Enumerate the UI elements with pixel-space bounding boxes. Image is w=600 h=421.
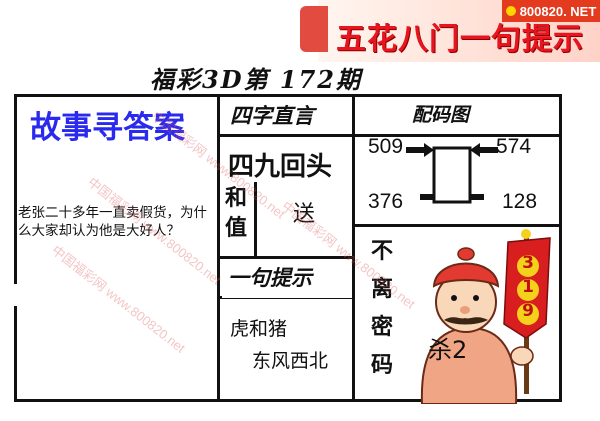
hint-char-2: 离 (370, 277, 393, 302)
torn-band-left (0, 284, 216, 306)
site-logo-icon (505, 6, 516, 16)
story-question: 老张二十多年一直卖假货，为什么大家却认为他是大好人？ (18, 205, 207, 239)
issue-title: 福彩3D第 172期 (150, 65, 362, 94)
story-title: 故事寻答案 (30, 110, 185, 146)
code-number-3: 376 (368, 190, 404, 213)
grid-divider-middle (217, 256, 352, 259)
flag-circle-1 (517, 255, 539, 277)
flag-digit-3: 9 (522, 301, 534, 321)
mascot-nose (460, 306, 470, 314)
site-badge-text: 800820. NET (519, 3, 597, 19)
one-hint-line-2: 东风西北 (252, 350, 329, 372)
arrow-right-icon (406, 143, 434, 157)
one-hint-line-1: 虎和猪 (230, 318, 288, 340)
one-hint-label: 一句提示 (228, 266, 312, 290)
mascot-eye-right (473, 295, 479, 301)
mascot-hat-knob (457, 247, 475, 261)
code-number-1: 509 (368, 135, 404, 158)
banner-title: 五花八门一句提示 (336, 22, 584, 57)
four-words-phrase: 四九回头 (228, 152, 333, 182)
code-number-4: 128 (502, 190, 538, 213)
connector-link-right (470, 194, 484, 200)
mascot-hat (432, 262, 500, 288)
hint-char-1: 不 (370, 239, 393, 264)
grid-divider-header (217, 134, 562, 137)
code-map-label: 配码图 (412, 104, 470, 126)
hint-char-4: 码 (370, 353, 393, 378)
connector-link-left (420, 194, 434, 200)
flag-circle-3 (517, 303, 539, 325)
cartoon-mascot (420, 229, 551, 404)
mascot-eye-left (451, 295, 457, 301)
flag-digit-1: 3 (522, 253, 534, 273)
code-number-2: 574 (496, 135, 532, 158)
banner-decoration (300, 6, 328, 52)
grid-divider-left (217, 94, 220, 402)
flag-pole-top (521, 229, 531, 239)
sum-char-1: 和 (224, 186, 247, 211)
kill-number: 杀2 (428, 336, 468, 364)
mascot-hand (510, 346, 534, 366)
sum-char-2: 值 (224, 216, 247, 241)
hint-char-3: 密 (370, 315, 393, 340)
bottom-margin (0, 404, 600, 421)
flag-circle-2 (517, 279, 539, 301)
torn-band-middle (222, 290, 352, 298)
mascot-mustache (444, 317, 488, 325)
send-char: 送 (292, 202, 315, 227)
arrow-left-icon (470, 143, 498, 157)
connector-box (432, 146, 472, 204)
grid-divider-codes (352, 224, 562, 227)
site-badge[interactable]: 800820. NET (502, 0, 600, 22)
flag-digit-2: 1 (522, 277, 534, 297)
four-words-label: 四字直言 (230, 104, 314, 128)
grid-divider-right (352, 94, 355, 402)
grid-divider-sum (254, 182, 257, 256)
grid-frame (14, 94, 562, 402)
code-connector-diagram (406, 143, 498, 204)
